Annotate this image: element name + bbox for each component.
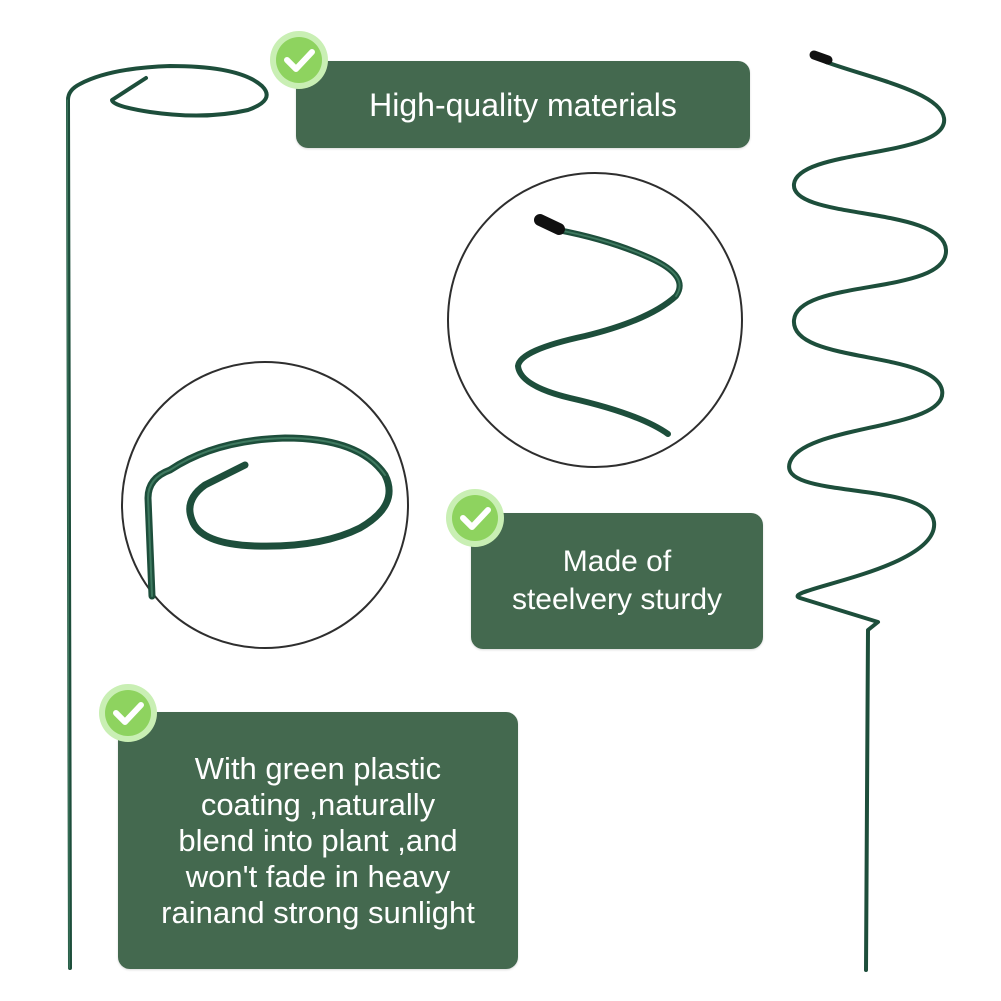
feature-text: Made of steelvery sturdy xyxy=(511,545,723,616)
check-circle-icon xyxy=(446,489,504,547)
spiral-stake xyxy=(787,50,949,972)
feature-text: With green plastic coating ,naturally bl… xyxy=(161,750,475,930)
ring-detail-magnifier xyxy=(121,361,409,649)
feature-plastic-coating: With green plastic coating ,naturally bl… xyxy=(118,712,518,969)
check-circle-icon xyxy=(270,31,328,89)
feature-steel-sturdy: Made of steelvery sturdy xyxy=(471,513,763,649)
ring-stake xyxy=(66,64,269,970)
check-circle-icon xyxy=(99,684,157,742)
feature-high-quality-materials: High-quality materials xyxy=(296,61,750,148)
feature-text: High-quality materials xyxy=(369,86,677,123)
spiral-detail-magnifier xyxy=(447,172,743,468)
